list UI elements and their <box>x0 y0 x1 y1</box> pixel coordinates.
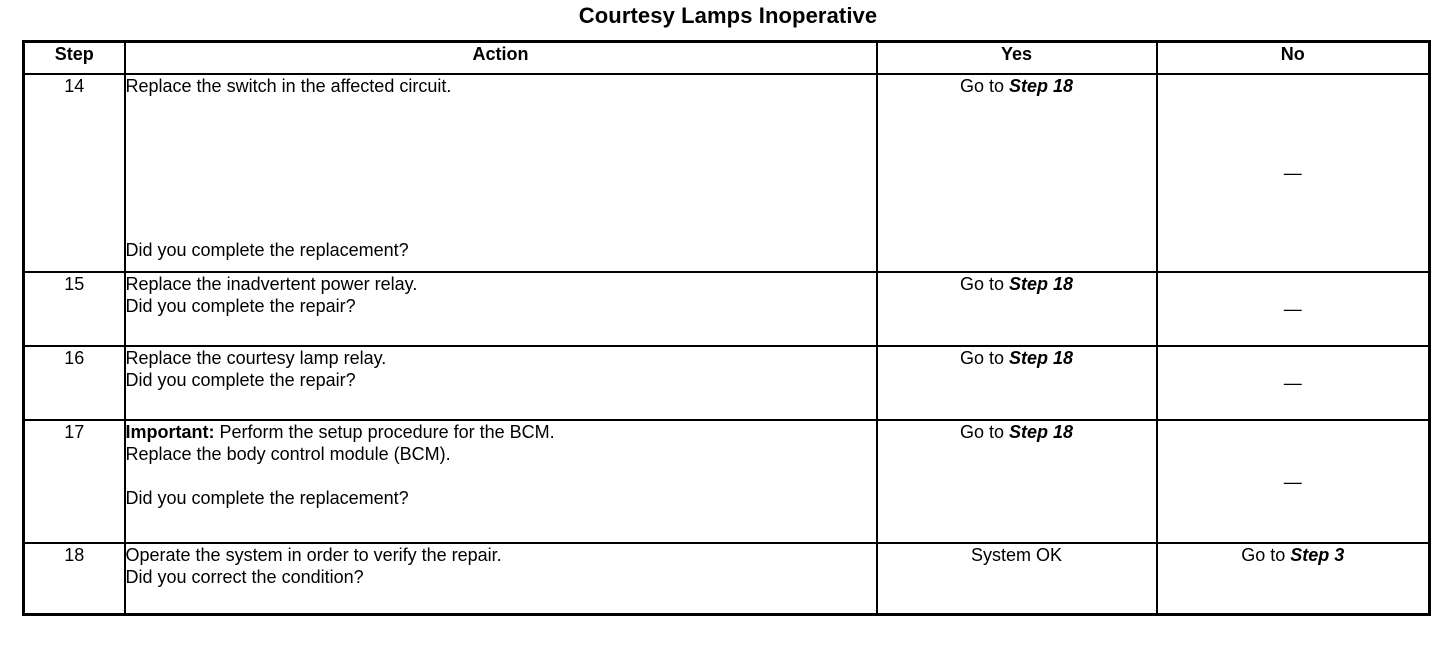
no-step-reference: Step 3 <box>1290 545 1345 565</box>
diagnostic-table: Step Action Yes No 14 Replace the switch… <box>22 40 1431 616</box>
yes-cell: Go to Step 18 <box>875 419 1158 544</box>
step-number-cell: 15 <box>22 271 126 347</box>
action-question: Did you complete the repair? <box>125 370 356 390</box>
table-header-row: Step Action Yes No <box>22 40 1431 75</box>
action-line: Operate the system in order to verify th… <box>125 545 502 565</box>
page-title: Courtesy Lamps Inoperative <box>578 3 878 28</box>
yes-cell: Go to Step 18 <box>875 73 1158 273</box>
action-line: Replace the inadvertent power relay. <box>125 274 418 294</box>
yes-cell: System OK <box>875 542 1158 615</box>
no-cell: — <box>1155 73 1431 273</box>
yes-prefix: Go to <box>959 76 1009 96</box>
table-row: 15 Replace the inadvertent power relay. … <box>22 271 1431 347</box>
table-row: 14 Replace the switch in the affected ci… <box>22 73 1431 273</box>
yes-cell: Go to Step 18 <box>875 271 1158 347</box>
yes-result: System OK <box>970 545 1063 565</box>
no-cell: — <box>1155 271 1431 347</box>
step-number-cell: 17 <box>22 419 126 544</box>
yes-prefix: Go to <box>959 422 1009 442</box>
yes-cell: Go to Step 18 <box>875 345 1158 421</box>
action-line: Replace the body control module (BCM). <box>125 444 451 464</box>
action-cell: Replace the switch in the affected circu… <box>123 73 878 273</box>
important-label: Important: <box>125 422 215 442</box>
action-question: Did you complete the replacement? <box>125 240 409 260</box>
no-cell: Go to Step 3 <box>1155 542 1431 615</box>
column-header-step: Step <box>22 40 126 75</box>
action-cell: Replace the courtesy lamp relay. Did you… <box>123 345 878 421</box>
yes-step-reference: Step 18 <box>1009 348 1074 368</box>
table-row: 17 Important: Perform the setup procedur… <box>22 419 1431 544</box>
no-cell: — <box>1155 345 1431 421</box>
step-number-cell: 14 <box>22 73 126 273</box>
action-cell: Operate the system in order to verify th… <box>123 542 878 615</box>
no-cell: — <box>1155 419 1431 544</box>
action-question: Did you complete the repair? <box>125 296 356 316</box>
yes-prefix: Go to <box>959 348 1009 368</box>
em-dash-icon: — <box>1283 299 1302 319</box>
table-row: 16 Replace the courtesy lamp relay. Did … <box>22 345 1431 421</box>
diagnostic-table-wrapper: Step Action Yes No 14 Replace the switch… <box>22 40 1431 616</box>
action-cell: Important: Perform the setup procedure f… <box>123 419 878 544</box>
step-number-cell: 18 <box>22 542 126 615</box>
action-spacer <box>126 465 876 487</box>
table-header: Step Action Yes No <box>22 40 1431 75</box>
action-question: Did you complete the replacement? <box>125 488 409 508</box>
yes-step-reference: Step 18 <box>1009 76 1074 96</box>
action-important-line: Important: Perform the setup procedure f… <box>126 421 876 443</box>
em-dash-icon: — <box>1283 163 1302 183</box>
action-question: Did you correct the condition? <box>125 567 364 587</box>
no-prefix: Go to <box>1241 545 1291 565</box>
em-dash-icon: — <box>1283 471 1302 492</box>
important-text: Perform the setup procedure for the BCM. <box>214 422 555 442</box>
column-header-yes: Yes <box>875 40 1158 75</box>
action-spacer <box>126 97 876 239</box>
table-body: 14 Replace the switch in the affected ci… <box>22 73 1431 615</box>
em-dash-icon: — <box>1283 373 1302 393</box>
action-line: Replace the switch in the affected circu… <box>125 76 452 96</box>
column-header-no: No <box>1155 40 1431 75</box>
yes-step-reference: Step 18 <box>1009 274 1074 294</box>
action-line: Replace the courtesy lamp relay. <box>125 348 387 368</box>
column-header-action: Action <box>123 40 878 75</box>
yes-step-reference: Step 18 <box>1009 422 1074 442</box>
yes-prefix: Go to <box>959 274 1009 294</box>
step-number-cell: 16 <box>22 345 126 421</box>
action-cell: Replace the inadvertent power relay. Did… <box>123 271 878 347</box>
table-row: 18 Operate the system in order to verify… <box>22 542 1431 615</box>
